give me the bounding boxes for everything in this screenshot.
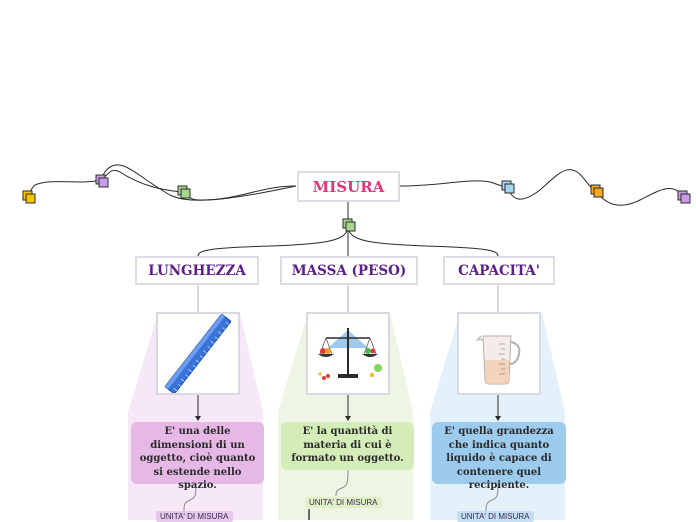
description-massa[interactable]: E' la quantità di materia di cui è forma…	[281, 422, 414, 470]
topic-capacita[interactable]: CAPACITA'	[443, 256, 555, 285]
topic-lunghezza[interactable]: LUNGHEZZA	[135, 256, 259, 285]
description-capacita[interactable]: E' quella grandezza che indica quanto li…	[432, 422, 566, 491]
node-square-green-hub[interactable]	[342, 218, 356, 232]
unit-tag-lunghezza-label: UNITA' DI MISURA	[160, 512, 229, 521]
wave-line-right-2	[506, 169, 597, 200]
node-square-purple-right[interactable]	[677, 190, 691, 204]
arrowhead-massa	[345, 416, 351, 421]
tag-link-massa	[335, 469, 349, 497]
wave-line-left-3	[27, 179, 102, 197]
arrowhead-lunghezza	[195, 416, 201, 421]
topic-lunghezza-label: LUNGHEZZA	[148, 262, 246, 279]
image-box-massa[interactable]	[306, 312, 390, 395]
tag-link-lunghezza	[183, 483, 197, 512]
unit-tag-capacita-label: UNITA' DI MISURA	[461, 512, 530, 521]
image-box-lunghezza[interactable]	[156, 312, 240, 395]
description-massa-text: E' la quantità di materia di cui è forma…	[291, 426, 404, 464]
link-lunghezza	[197, 225, 349, 257]
description-lunghezza[interactable]: E' una delle dimensioni di un oggetto, c…	[131, 422, 264, 491]
root-label: MISURA	[312, 177, 385, 196]
image-box-capacita[interactable]	[457, 312, 541, 395]
unit-tag-lunghezza[interactable]: UNITA' DI MISURA	[156, 511, 233, 522]
description-capacita-text: E' quella grandezza che indica quanto li…	[444, 426, 554, 491]
arrowhead-capacita	[495, 416, 501, 421]
balance-scale-image	[318, 328, 382, 380]
node-square-blue-right[interactable]	[501, 180, 515, 194]
node-square-purple-left[interactable]	[95, 174, 109, 188]
description-lunghezza-text: E' una delle dimensioni di un oggetto, c…	[139, 426, 256, 491]
unit-tag-capacita[interactable]: UNITA' DI MISURA	[457, 511, 534, 522]
node-square-yellow-left[interactable]	[22, 190, 36, 204]
node-square-green-left[interactable]	[177, 185, 191, 199]
topic-massa[interactable]: MASSA (PESO)	[280, 256, 418, 285]
measuring-jug-image	[475, 335, 521, 385]
wave-line-right-1	[399, 180, 508, 188]
wave-line-left-1	[181, 185, 297, 201]
unit-tag-massa[interactable]: UNITA' DI MISURA	[305, 497, 382, 508]
link-capacita	[347, 225, 499, 257]
tag-link-capacita	[485, 483, 499, 512]
wave-line-left-4	[100, 164, 297, 201]
wave-line-right-3	[595, 187, 684, 206]
node-square-orange-right[interactable]	[590, 184, 604, 198]
unit-tag-massa-label: UNITA' DI MISURA	[309, 498, 378, 507]
wave-line-left-2	[100, 169, 183, 193]
ruler-image	[164, 313, 232, 395]
topic-massa-label: MASSA (PESO)	[291, 262, 407, 279]
topic-capacita-label: CAPACITA'	[458, 262, 540, 279]
root-node[interactable]: MISURA	[297, 171, 400, 202]
